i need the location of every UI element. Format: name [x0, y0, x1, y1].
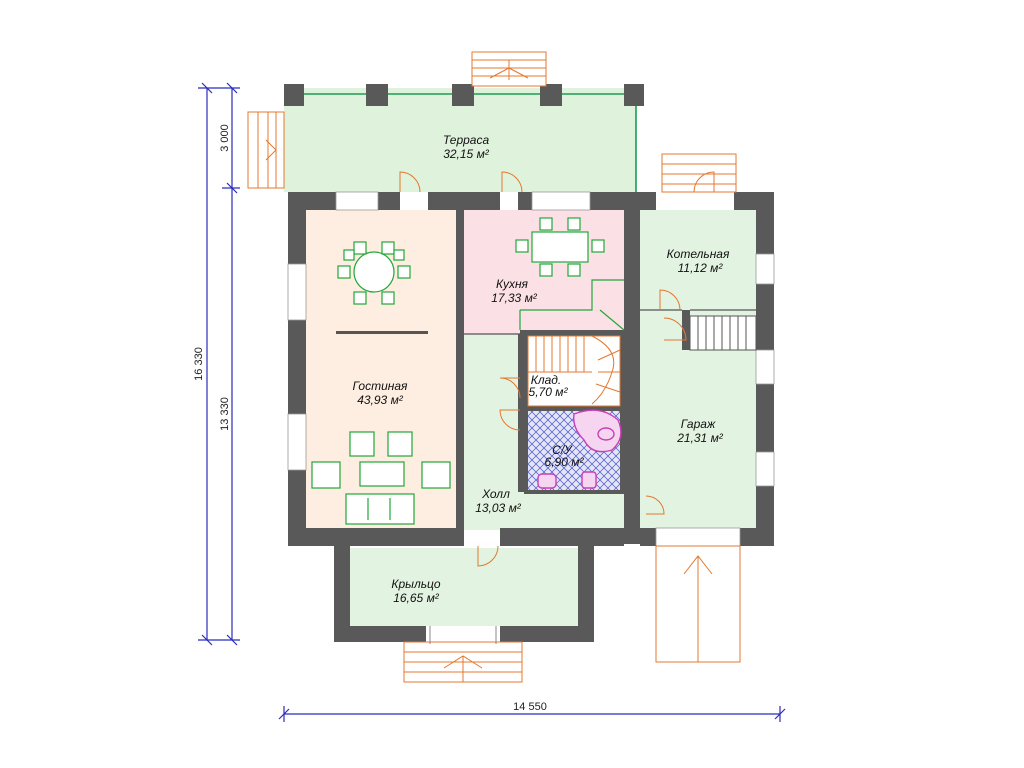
porch-area-label: 16,65 м² — [393, 591, 440, 605]
windows — [287, 191, 775, 547]
storage-door — [499, 377, 521, 399]
kitchen-table — [515, 217, 605, 277]
dim-height-total: 16 330 — [193, 347, 205, 381]
porch-area — [350, 548, 578, 626]
coffee-table — [359, 461, 405, 487]
doors — [399, 171, 715, 644]
room-fills — [284, 88, 756, 626]
hall-entry-door — [477, 545, 499, 567]
boiler-area-label: 11,12 м² — [678, 261, 724, 275]
hall-name: Холл — [481, 487, 510, 501]
bathroom-area-label: 6,90 м² — [545, 455, 585, 469]
garage-door — [645, 495, 665, 515]
garage-area-label: 21,31 м² — [676, 431, 724, 445]
boiler-steps — [661, 153, 737, 193]
terrace-left-steps — [247, 111, 285, 189]
boiler-room-area — [640, 210, 756, 310]
living-area-label: 43,93 м² — [357, 393, 404, 407]
bath-basin — [597, 427, 615, 441]
hall-area-label: 13,03 м² — [475, 501, 522, 515]
kitchen-area-label: 17,33 м² — [491, 291, 538, 305]
kitchen-counter — [519, 279, 625, 331]
terrace-railing — [304, 93, 637, 192]
garage-name: Гараж — [681, 417, 716, 431]
toilet — [581, 471, 597, 489]
bath-fixtures — [537, 409, 622, 489]
boiler-door-outer — [693, 171, 715, 193]
dim-height-main: 13 330 — [219, 397, 231, 431]
sink — [537, 473, 557, 489]
storage-name: Клад. — [531, 373, 561, 387]
porch-door — [429, 626, 497, 644]
divider-line — [336, 331, 428, 334]
dimension-lines — [198, 82, 786, 722]
storage-area-label: 5,70 м² — [529, 385, 569, 399]
stairs — [247, 51, 757, 683]
room-labels: Терраса 32,15 м² Гостиная 43,93 м² Кухня… — [353, 133, 730, 605]
bath-door — [499, 409, 521, 431]
kitchen-name: Кухня — [496, 277, 529, 291]
hall-lower-area — [464, 492, 624, 530]
round-dining-table — [337, 241, 411, 305]
furniture — [311, 217, 625, 525]
armchair — [349, 431, 375, 457]
armchair — [311, 461, 341, 489]
armchair — [387, 431, 413, 457]
terrace-name: Терраса — [443, 133, 490, 147]
porch-name: Крыльцо — [391, 577, 441, 591]
living-name: Гостиная — [353, 379, 408, 393]
terrace-door-left — [399, 171, 421, 193]
dim-height-terrace: 3 000 — [219, 124, 231, 152]
boiler-door-side — [663, 317, 687, 341]
bathtub — [573, 409, 622, 453]
interior-staircase — [527, 335, 621, 407]
dim-width-total: 14 550 — [513, 701, 547, 713]
sofa — [345, 493, 415, 525]
armchair — [421, 461, 451, 489]
partition-lines — [464, 309, 756, 335]
terrace-area-label: 32,15 м² — [443, 147, 490, 161]
boiler-door-inner — [659, 289, 681, 311]
bathroom-name: С/У — [552, 443, 573, 457]
terrace-door-right — [501, 171, 523, 193]
boiler-staircase — [689, 315, 757, 351]
boiler-name: Котельная — [667, 247, 730, 261]
